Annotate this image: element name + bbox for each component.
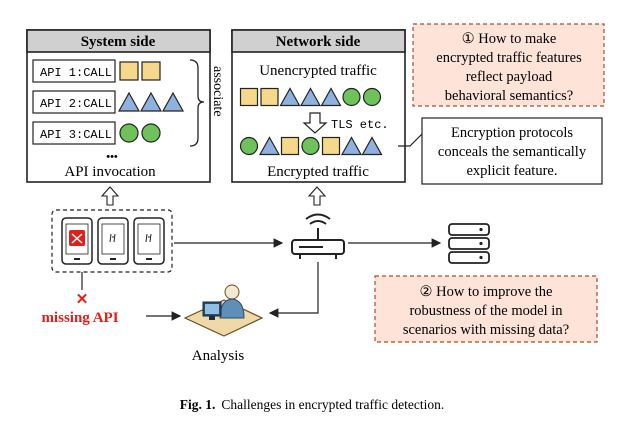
missing-api-label: missing API: [41, 310, 118, 326]
api-row-3-label: API 3:CALL: [40, 128, 112, 142]
square-token: [260, 87, 279, 107]
network-side-title: Network side: [276, 34, 361, 50]
triangle-token: [361, 136, 383, 156]
encrypt-down-arrow: [302, 112, 328, 134]
api-row-1-label: API 1:CALL: [40, 66, 112, 80]
malware-phone-icon: [61, 217, 93, 265]
phone-icon: [133, 217, 165, 265]
api-row-3: API 3:CALL: [32, 121, 161, 145]
api-row-2-shapes: [117, 91, 185, 112]
square-token: [280, 136, 300, 156]
missing-api-x-icon: ✕: [76, 292, 89, 308]
question-2-line-3: scenarios with missing data?: [403, 322, 569, 338]
server-icon: [448, 223, 490, 264]
api-row-2-label: API 2:CALL: [40, 97, 112, 111]
triangle-token: [320, 87, 342, 107]
question-2-line-2: robustness of the model in: [409, 303, 563, 319]
system-side-panel: System side API 1:CALL API 2:CALL API 3:…: [26, 29, 211, 183]
system-side-header: [26, 29, 211, 53]
question-1-line-4: behavioral semantics?: [445, 88, 573, 104]
question-1-callout: ① How to make encrypted traffic features…: [412, 23, 605, 107]
api-row-3-shapes: [119, 123, 161, 143]
encrypted-sequence: [239, 136, 383, 156]
unencrypted-sequence: [239, 87, 382, 107]
analyst-icon: [183, 284, 264, 337]
triangle-token: [279, 87, 301, 107]
phone-icon: [97, 217, 129, 265]
circle-token: [239, 136, 259, 156]
square-token: [239, 87, 259, 107]
associate-label: associate: [210, 66, 225, 117]
triangle-token: [139, 91, 163, 112]
api-row-1-shapes: [119, 61, 161, 81]
system-side-title: System side: [81, 34, 156, 50]
triangle-token: [117, 91, 141, 112]
encrypted-traffic-label: Encrypted traffic: [267, 164, 369, 180]
api-row-2: API 2:CALL: [32, 90, 185, 114]
unencrypted-traffic-label: Unencrypted traffic: [259, 63, 377, 79]
question-2-line-1: ② How to improve the: [419, 284, 552, 300]
devices-to-system-arrow: [100, 186, 120, 206]
triangle-token: [258, 136, 281, 156]
api-ellipsis: •••: [106, 151, 118, 163]
circle-token: [362, 87, 382, 107]
encryption-note: Encryption protocols conceals the semant…: [421, 117, 603, 185]
tls-label: TLS etc.: [331, 118, 389, 132]
figure-caption-prefix: Fig. 1.: [180, 397, 216, 412]
api-row-1: API 1:CALL: [32, 59, 161, 83]
encryption-note-line-3: explicit feature.: [467, 163, 558, 179]
triangle-token: [299, 87, 322, 107]
associate-brace: [189, 59, 205, 147]
question-1-line-1: ① How to make: [462, 31, 557, 47]
figure-caption: Fig. 1. Challenges in encrypted traffic d…: [180, 397, 444, 412]
figure-caption-text: Challenges in encrypted traffic detectio…: [221, 397, 444, 412]
router-to-analysis-arrow: [268, 262, 319, 318]
note-connector: [398, 133, 423, 147]
question-1-line-3: reflect payload: [466, 69, 553, 85]
triangle-token: [340, 136, 363, 156]
devices-group: [51, 209, 173, 273]
analysis-label: Analysis: [192, 348, 245, 364]
circle-token: [141, 123, 161, 143]
api-invocation-caption: API invocation: [64, 164, 156, 180]
question-2-callout: ② How to improve the robustness of the m…: [374, 275, 598, 343]
router-icon: [291, 213, 345, 259]
circle-token: [342, 87, 361, 107]
circle-token: [119, 123, 139, 143]
encryption-note-line-1: Encryption protocols: [451, 125, 573, 141]
question-1-line-2: encrypted traffic features: [436, 50, 582, 66]
circle-token: [301, 136, 320, 156]
square-token: [119, 61, 139, 81]
square-token: [141, 61, 161, 81]
network-side-header: [231, 29, 406, 53]
triangle-token: [161, 91, 185, 112]
network-side-panel: Network side Unencrypted traffic TLS etc…: [231, 29, 406, 183]
encryption-note-line-2: conceals the semantically: [438, 144, 587, 160]
square-token: [321, 136, 341, 156]
router-to-network-arrow: [307, 186, 327, 206]
